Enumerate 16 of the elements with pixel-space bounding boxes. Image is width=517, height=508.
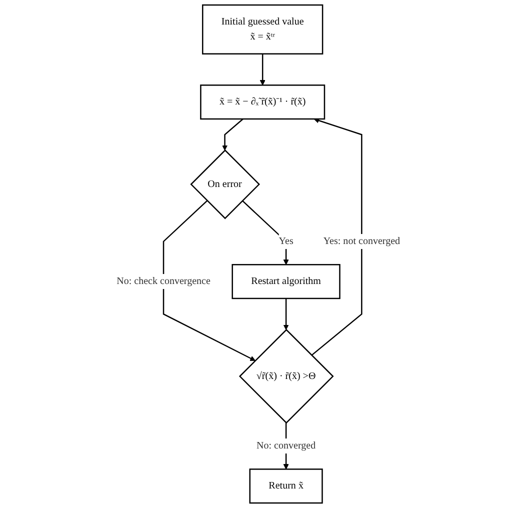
arrow <box>163 200 256 361</box>
node-diamond: On error <box>190 149 260 220</box>
arrow <box>260 54 266 86</box>
arrow <box>311 118 362 356</box>
arrow <box>242 200 289 265</box>
edge-label: Yes <box>278 236 294 246</box>
node-diamond: √r̃(x̃) · r̃(x̃) >Θ <box>239 328 334 424</box>
arrow <box>222 118 244 151</box>
edge-label: No: converged <box>256 440 316 452</box>
node-box: x̃ = x̃ − ∂ₓ̃ r̃(x̃)⁻¹ · r̃(x̃) <box>200 84 326 120</box>
edge-label: No: check convergence <box>116 276 211 287</box>
node-box: Return x̃ <box>249 468 324 504</box>
edge-label: Yes: not converged <box>323 236 400 246</box>
node-box: Restart algorithm <box>232 264 341 300</box>
node-box: Initial guessed value x̃ = x̃ᵗʳ <box>202 4 324 54</box>
arrow <box>283 298 289 330</box>
